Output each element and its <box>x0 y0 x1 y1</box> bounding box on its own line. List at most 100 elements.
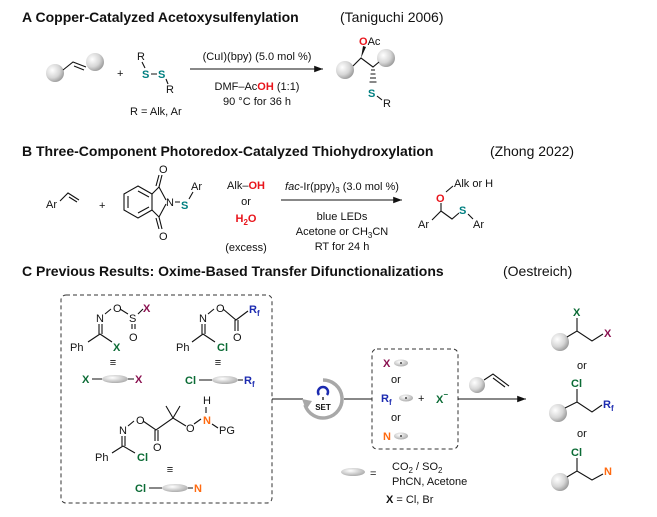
gas-byproducts-label: CO2 / SO2 <box>392 461 443 475</box>
radical-species: X or Rf + X− or N <box>381 358 448 443</box>
so-text: / SO <box>413 461 439 473</box>
or-label: or <box>577 428 587 440</box>
product-bonds <box>564 389 603 413</box>
equals-sign: = <box>370 468 376 480</box>
substituent-sphere <box>377 49 395 67</box>
transfer-core-ellipse <box>341 468 365 476</box>
r-text: R <box>603 399 611 411</box>
product-chloro-rf: Cl Rf <box>549 378 614 422</box>
product-bonds <box>566 318 604 342</box>
substituent-sphere <box>551 333 569 351</box>
panel-b-title: B Three-Component Photoredox-Catalyzed T… <box>22 143 433 159</box>
solvent-label: Acetone or CH3CN <box>296 226 389 240</box>
rf-label: Rf <box>381 393 392 407</box>
sulfinyl-oxime-reagent: N O S O X Ph X ≡ X X <box>70 303 151 386</box>
nitrogen-label: N <box>203 415 211 427</box>
r-text: R <box>249 304 257 316</box>
equivalence-sign: ≡ <box>110 357 116 369</box>
transfer-core-ellipse <box>212 376 238 384</box>
co-text: CO <box>392 461 409 473</box>
cn-text: CN <box>372 226 388 238</box>
product-bonds <box>352 57 380 68</box>
amino-oxime-reagent: N O O O N H PG Ph Cl ≡ Cl N <box>95 395 235 495</box>
set-label: SET <box>315 403 331 412</box>
nucleophile-column: Alk–OH or H2O (excess) <box>225 180 267 254</box>
x-label: X <box>135 374 143 386</box>
ir-text: -Ir(ppy) <box>300 181 335 193</box>
hashed-bond <box>369 69 377 83</box>
cl-label: Cl <box>135 483 146 495</box>
rf-label: Rf <box>244 375 255 389</box>
cl-label: Cl <box>571 447 582 459</box>
alcohol-label: Alk–OH <box>227 180 265 192</box>
equivalence-sign: ≡ <box>215 357 221 369</box>
subscript-2: 2 <box>409 466 414 475</box>
ratio-text: (1:1) <box>274 81 300 93</box>
excess-label: (excess) <box>225 242 267 254</box>
x-text: X <box>386 494 394 506</box>
alkene-bonds <box>483 373 510 388</box>
water-label: H2O <box>236 213 257 227</box>
byproducts-label: PhCN, Acetone <box>392 476 467 488</box>
product-bonds <box>566 458 604 481</box>
minus-superscript: − <box>443 390 448 399</box>
substituent-sphere <box>46 64 64 82</box>
oxygen-label: O <box>186 423 195 435</box>
nitrogen-label: N <box>194 483 202 495</box>
equivalence-sign: ≡ <box>167 464 173 476</box>
rf-label: Rf <box>249 304 260 318</box>
nitrogen-label: N <box>166 197 174 209</box>
reagent-box <box>60 294 273 504</box>
oxygen-label: O <box>436 193 445 205</box>
f-subscript: f <box>389 398 392 407</box>
product-dihalide: X X <box>551 307 612 351</box>
product-chloro-amine: Cl N <box>551 447 612 491</box>
ar-label: Ar <box>191 181 202 193</box>
oxygen-label: O <box>153 442 162 454</box>
subscript-3: 3 <box>368 231 373 240</box>
disulfide-bonds <box>141 61 169 85</box>
x-label: X <box>604 328 612 340</box>
panel-c: C Previous Results: Oxime-Based Transfer… <box>22 263 614 506</box>
product-bonds <box>431 185 460 221</box>
x-text: X <box>436 394 444 406</box>
loading-text: (3.0 mol %) <box>340 181 399 193</box>
temperature-time-label: RT for 24 h <box>315 241 370 253</box>
radical-dot <box>400 362 402 364</box>
fac-text: fac <box>285 181 300 193</box>
subscript-3: 3 <box>335 186 340 195</box>
or-label: or <box>241 196 251 208</box>
alkene-bonds <box>62 61 87 71</box>
solvent-text: Acetone or CH <box>296 226 368 238</box>
plus-sign: + <box>99 200 105 212</box>
x-label: X <box>383 358 391 370</box>
reagent-bonds <box>191 308 249 343</box>
solvent-label: DMF–AcOH (1:1) <box>215 81 300 93</box>
alkene-reactant <box>46 53 104 82</box>
r-label: R <box>166 84 174 96</box>
substituent-sphere <box>469 377 485 393</box>
oxygen-label: O <box>129 332 138 344</box>
subscript-2: 2 <box>243 218 248 227</box>
ar-label: Ar <box>473 219 484 231</box>
legend: = CO2 / SO2 PhCN, Acetone X = Cl, Br <box>341 461 467 506</box>
ph-label: Ph <box>176 342 189 354</box>
acyl-oxime-reagent: N O O Rf Ph Cl ≡ Cl Rf <box>176 303 260 389</box>
substituent-sphere <box>551 473 569 491</box>
alk-or-h-label: Alk or H <box>454 178 493 190</box>
oxygen-label: O <box>216 303 225 315</box>
imide-ring-bonds <box>151 174 167 230</box>
r-definition: R = Alk, Ar <box>130 106 182 118</box>
vinyl-bonds <box>59 192 80 203</box>
panel-a-reference: (Taniguchi 2006) <box>340 9 444 25</box>
x-label: X <box>113 342 121 354</box>
cl-label: Cl <box>137 452 148 464</box>
r-label: R <box>383 98 391 110</box>
oac-label: OAc <box>359 36 381 48</box>
s-r-bond <box>376 95 383 101</box>
s-ar-bond <box>467 213 474 220</box>
styrene-reactant: Ar <box>46 192 80 211</box>
transfer-core-ellipse <box>162 484 188 492</box>
acetyl-label: Ac <box>368 36 381 48</box>
